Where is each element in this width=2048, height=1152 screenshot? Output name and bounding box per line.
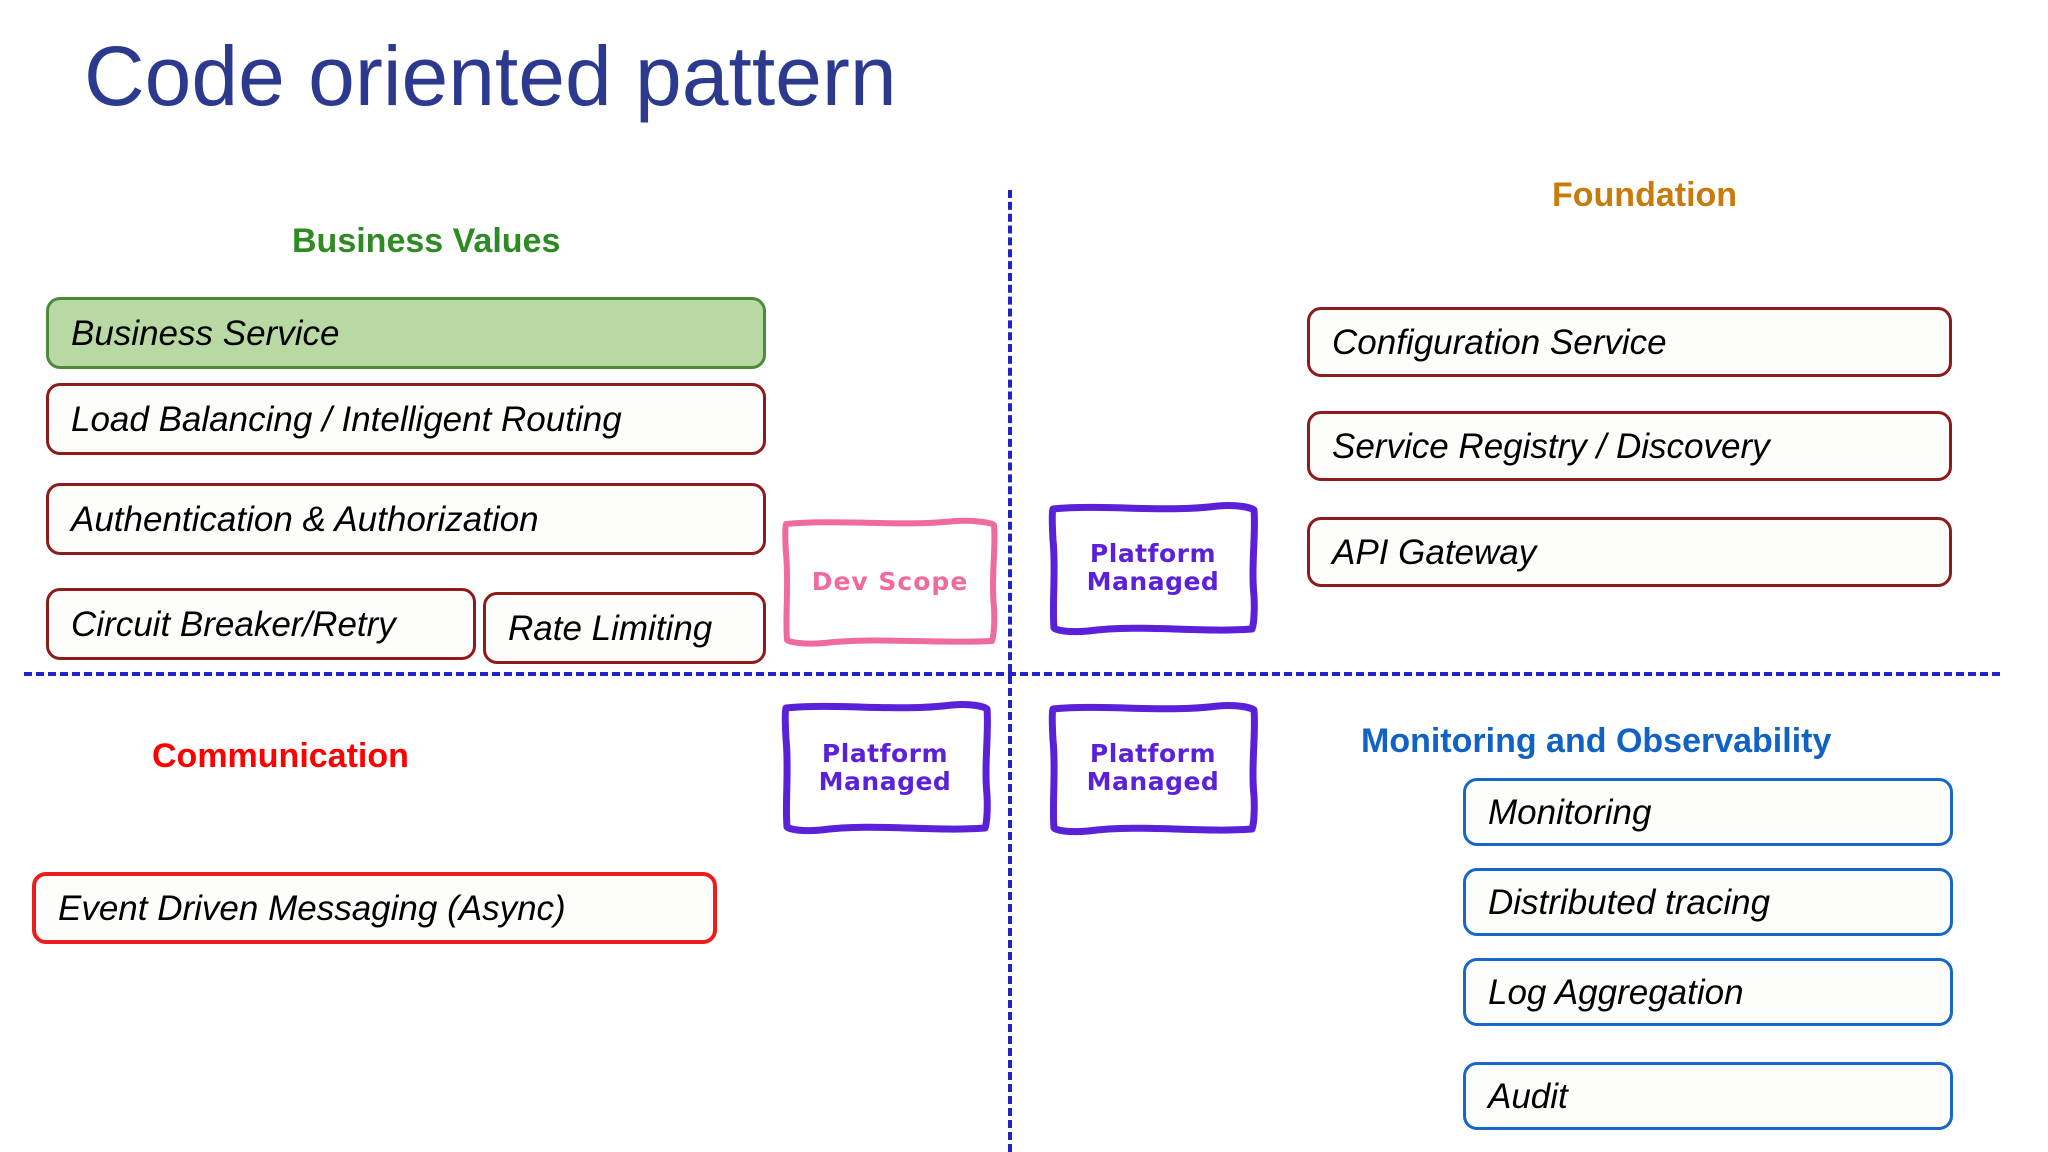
box-authentication-authorization[interactable]: Authentication & Authorization: [46, 483, 766, 555]
box-label: Load Balancing / Intelligent Routing: [71, 399, 622, 439]
box-label: Configuration Service: [1332, 322, 1667, 362]
box-monitoring[interactable]: Monitoring: [1463, 778, 1953, 846]
divider-vertical-bottom: [1008, 676, 1012, 1152]
box-label: API Gateway: [1332, 532, 1537, 572]
box-business-service[interactable]: Business Service: [46, 297, 766, 369]
box-audit[interactable]: Audit: [1463, 1062, 1953, 1130]
box-api-gateway[interactable]: API Gateway: [1307, 517, 1952, 587]
box-label: Event Driven Messaging (Async): [58, 888, 566, 928]
box-load-balancing[interactable]: Load Balancing / Intelligent Routing: [46, 383, 766, 455]
box-label: Rate Limiting: [508, 608, 713, 648]
box-label: Business Service: [71, 313, 340, 353]
page-title: Code oriented pattern: [84, 29, 897, 123]
box-distributed-tracing[interactable]: Distributed tracing: [1463, 868, 1953, 936]
heading-business-values: Business Values: [292, 222, 561, 260]
sketch-box-platform-managed-top-right: Platform Managed: [1046, 500, 1260, 636]
sketch-box-dev-scope: Dev Scope: [780, 516, 1000, 648]
box-event-driven-messaging[interactable]: Event Driven Messaging (Async): [32, 872, 717, 944]
box-service-registry-discovery[interactable]: Service Registry / Discovery: [1307, 411, 1952, 481]
divider-vertical-top: [1008, 190, 1012, 672]
box-configuration-service[interactable]: Configuration Service: [1307, 307, 1952, 377]
heading-foundation: Foundation: [1552, 176, 1738, 214]
divider-horizontal: [24, 672, 2000, 676]
box-rate-limiting[interactable]: Rate Limiting: [483, 592, 766, 664]
heading-monitoring-observability: Monitoring and Observability: [1361, 722, 1832, 760]
heading-communication: Communication: [152, 737, 409, 775]
box-label: Monitoring: [1488, 792, 1652, 832]
box-label: Distributed tracing: [1488, 882, 1771, 922]
sketch-box-platform-managed-bottom-right: Platform Managed: [1046, 700, 1260, 836]
box-label: Log Aggregation: [1488, 972, 1744, 1012]
box-circuit-breaker-retry[interactable]: Circuit Breaker/Retry: [46, 588, 476, 660]
sketch-box-platform-managed-bottom-left: Platform Managed: [778, 700, 992, 836]
box-label: Circuit Breaker/Retry: [71, 604, 396, 644]
box-label: Authentication & Authorization: [71, 499, 539, 539]
box-label: Service Registry / Discovery: [1332, 426, 1770, 466]
box-log-aggregation[interactable]: Log Aggregation: [1463, 958, 1953, 1026]
box-label: Audit: [1488, 1076, 1568, 1116]
